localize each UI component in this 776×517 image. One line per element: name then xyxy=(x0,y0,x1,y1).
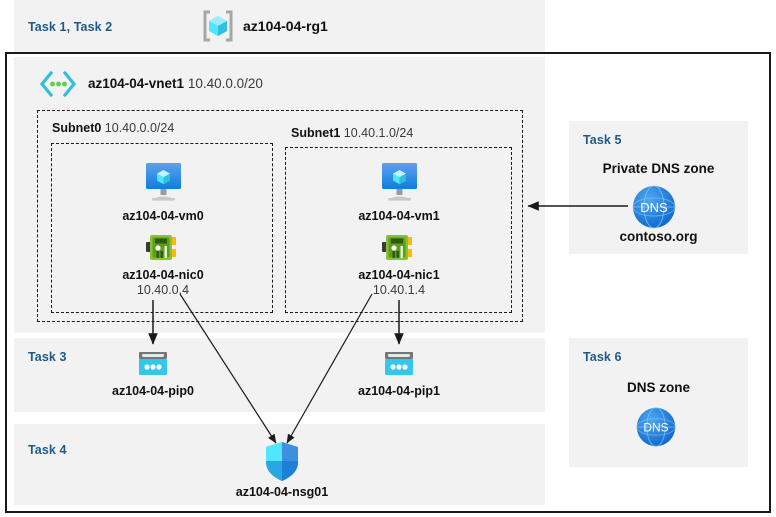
vm0-label: az104-04-vm0 xyxy=(122,209,204,223)
nic1-label-group: az104-04-nic1 10.40.1.4 xyxy=(294,268,504,298)
pip0-label: az104-04-pip0 xyxy=(112,384,194,398)
subnet0-title: Subnet0 10.40.0.0/24 xyxy=(52,121,174,135)
virtual-network-icon xyxy=(38,70,78,98)
task3-panel xyxy=(14,338,545,412)
vnet-name: az104-04-vnet1 xyxy=(88,76,185,91)
dns-icon-text-5: DNS xyxy=(640,200,668,215)
nic0-label-group: az104-04-nic0 10.40.0.4 xyxy=(58,268,268,298)
nsg-label: az104-04-nsg01 xyxy=(235,485,329,499)
network-interface-icon xyxy=(143,230,183,268)
public-ip-address-icon xyxy=(379,350,419,382)
task-label-3: Task 3 xyxy=(28,350,67,364)
vm1-label: az104-04-vm1 xyxy=(358,209,440,223)
resource-group-icon xyxy=(200,8,236,44)
subnet0-name: Subnet0 xyxy=(52,121,102,135)
task-label-6: Task 6 xyxy=(583,350,622,364)
subnets-container xyxy=(37,110,523,322)
resource-group-name: az104-04-rg1 xyxy=(243,18,328,34)
subnet0-cidr: 10.40.0.0/24 xyxy=(104,121,175,135)
dns-zone-icon: DNS xyxy=(634,405,678,449)
nsg-label-group: az104-04-nsg01 xyxy=(182,485,382,500)
network-interface-icon xyxy=(379,230,419,268)
public-ip-address-icon xyxy=(133,350,173,382)
vm0-label-group: az104-04-vm0 xyxy=(58,209,268,224)
subnet0-box xyxy=(51,143,273,313)
vnet-cidr: 10.40.0.0/20 xyxy=(187,76,263,91)
task-label-1-2: Task 1, Task 2 xyxy=(28,20,113,34)
virtual-machine-icon xyxy=(373,161,425,207)
task-label-5: Task 5 xyxy=(583,133,622,147)
dns-zone-icon: DNS xyxy=(630,183,678,231)
virtual-machine-icon xyxy=(137,161,189,207)
nic0-label: az104-04-nic0 xyxy=(122,268,204,282)
vm1-label-group: az104-04-vm1 xyxy=(294,209,504,224)
task-label-4: Task 4 xyxy=(28,443,67,457)
pip0-label-group: az104-04-pip0 xyxy=(53,384,253,399)
pip1-label-group: az104-04-pip1 xyxy=(299,384,499,399)
network-security-group-icon xyxy=(262,440,302,484)
resource-group-header-band xyxy=(14,0,545,52)
subnet1-cidr: 10.40.1.0/24 xyxy=(343,126,414,140)
nic1-ip: 10.40.1.4 xyxy=(372,283,426,297)
nic1-label: az104-04-nic1 xyxy=(358,268,440,282)
subnet1-name: Subnet1 xyxy=(291,126,341,140)
subnet1-title: Subnet1 10.40.1.0/24 xyxy=(291,126,413,140)
dns-icon-text-6: DNS xyxy=(643,421,668,435)
nic0-ip: 10.40.0.4 xyxy=(136,283,190,297)
pip1-label: az104-04-pip1 xyxy=(358,384,440,398)
dns-zone-heading: DNS zone xyxy=(626,380,690,395)
vnet-panel xyxy=(14,57,545,333)
private-dns-zone-name: contoso.org xyxy=(619,229,698,244)
private-dns-zone-heading: Private DNS zone xyxy=(602,161,715,176)
vnet-title: az104-04-vnet1 10.40.0.0/20 xyxy=(88,76,263,91)
